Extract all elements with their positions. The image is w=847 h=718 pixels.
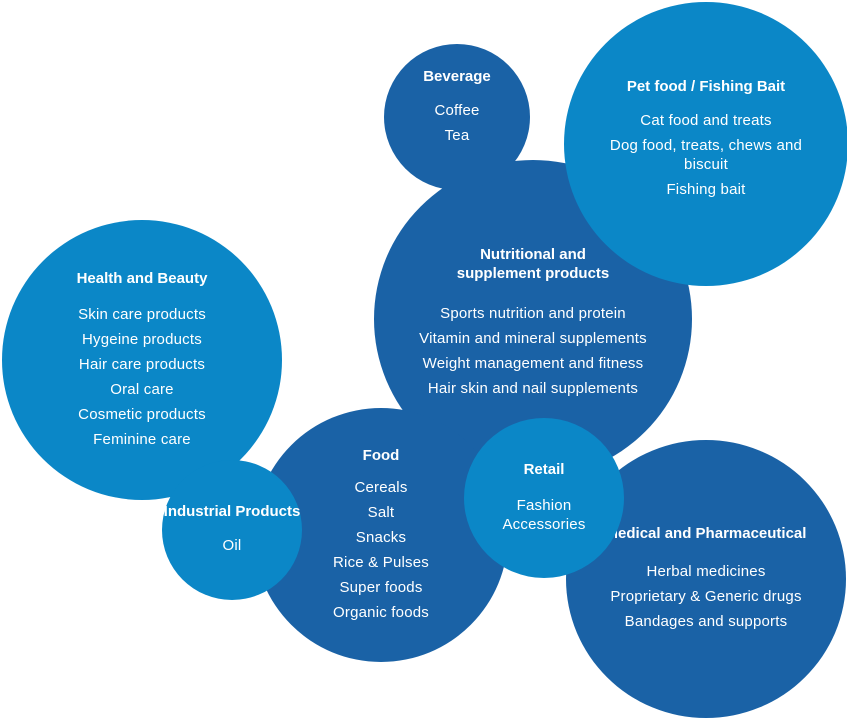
bubble-item: Coffee — [434, 101, 480, 119]
bubble-item: Cat food and treats — [640, 111, 772, 129]
bubble-title: Pet food / Fishing Bait — [626, 77, 786, 95]
bubble-item: Cosmetic products — [78, 405, 206, 423]
bubble-item: Organic foods — [333, 603, 429, 621]
bubble-title: Industrial Products — [163, 503, 301, 520]
bubble-item: Super foods — [339, 578, 423, 596]
bubble-item: Hair care products — [78, 355, 206, 373]
bubble-item: Rice & Pulses — [333, 553, 429, 571]
bubble-items: Oil — [223, 533, 242, 558]
bubble-items: Herbal medicines Proprietary & Generic d… — [610, 559, 801, 634]
bubble-item: Oil — [222, 537, 242, 554]
bubble-items: Sports nutrition and protein Vitamin and… — [419, 301, 647, 401]
bubble-item: Sports nutrition and protein — [440, 305, 626, 322]
bubble-item: Cereals — [354, 478, 408, 496]
bubble-item: Snacks — [355, 528, 407, 546]
bubble-item: Vitamin and mineral supplements — [419, 330, 647, 347]
bubble-title: Beverage — [423, 67, 491, 85]
bubble-item: Fashion Accessories — [502, 496, 586, 533]
bubble-item: Fishing bait — [666, 180, 746, 198]
bubble-item: Tea — [444, 126, 470, 144]
bubble-items: Skin care products Hygeine products Hair… — [78, 302, 206, 452]
bubble-item: Weight management and fitness — [422, 355, 644, 372]
bubble-item: Herbal medicines — [646, 563, 766, 580]
bubble-item: Feminine care — [93, 430, 191, 448]
bubble-item: Skin care products — [78, 305, 206, 323]
bubble-retail: Retail Fashion Accessories — [464, 418, 624, 578]
bubble-title: Retail — [523, 460, 565, 478]
bubble-beverage: Beverage Coffee Tea — [384, 44, 530, 190]
bubble-item: Oral care — [110, 380, 174, 398]
bubble-health-beauty: Health and Beauty Skin care products Hyg… — [2, 220, 282, 500]
bubble-item: Hair skin and nail supplements — [427, 380, 639, 397]
bubble-title: Food — [362, 446, 400, 464]
bubble-title: Medical and Pharmaceutical — [605, 525, 807, 542]
bubble-item: Proprietary & Generic drugs — [610, 588, 802, 605]
bubble-items: Coffee Tea — [434, 98, 479, 148]
bubble-items: Cereals Salt Snacks Rice & Pulses Super … — [333, 475, 429, 625]
bubble-title: Health and Beauty — [76, 269, 208, 287]
bubble-item: Bandages and supports — [624, 613, 788, 630]
bubble-item: Dog food, treats, chews and biscuit — [609, 136, 803, 173]
bubble-item: Salt — [367, 503, 395, 521]
bubble-title: Nutritional and supplement products — [456, 246, 610, 282]
bubble-items: Cat food and treats Dog food, treats, ch… — [601, 108, 811, 202]
bubble-pet-food-fishing-bait: Pet food / Fishing Bait Cat food and tre… — [564, 2, 847, 286]
bubble-items: Fashion Accessories — [489, 493, 599, 537]
bubble-item: Hygeine products — [82, 330, 202, 348]
bubble-industrial-products: Industrial Products Oil — [162, 460, 302, 600]
